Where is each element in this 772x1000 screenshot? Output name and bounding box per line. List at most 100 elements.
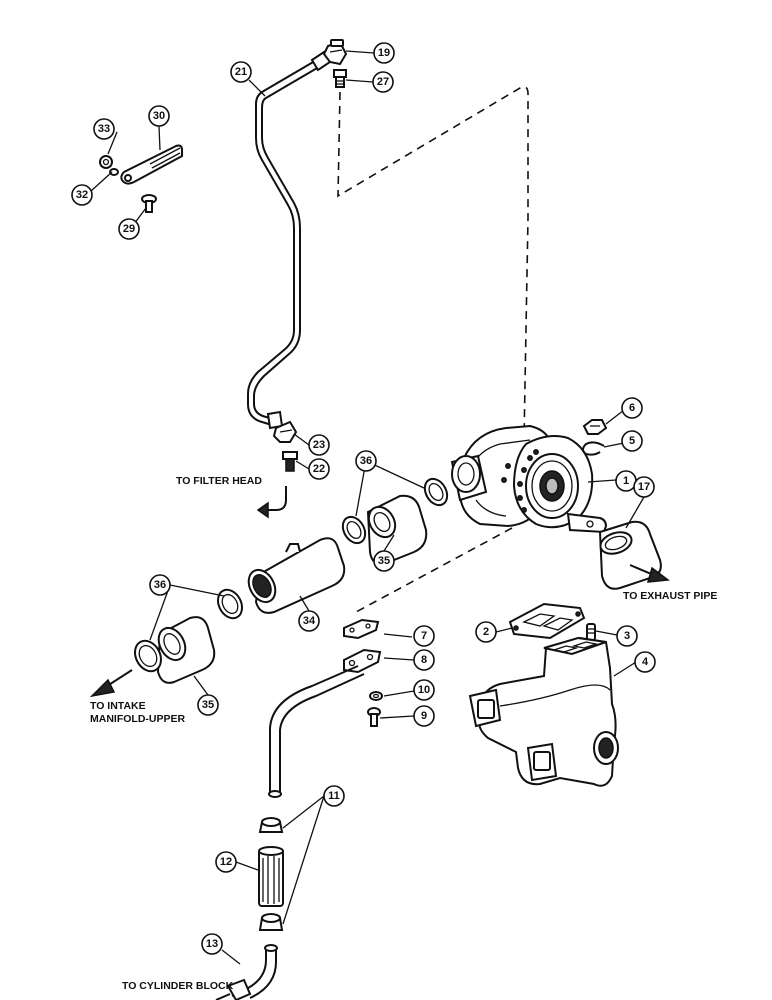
cylinder-block-arrow bbox=[215, 993, 231, 1000]
stud-3 bbox=[586, 623, 596, 641]
callout-12: 12 bbox=[215, 851, 237, 873]
svg-text:22: 22 bbox=[313, 463, 325, 475]
exhaust-arrow bbox=[629, 564, 670, 583]
callout-4: 4 bbox=[634, 651, 656, 673]
svg-text:17: 17 bbox=[638, 481, 650, 493]
return-tube-13 bbox=[226, 944, 278, 1000]
callout-29: 29 bbox=[118, 218, 140, 240]
label-to-intake-line2: MANIFOLD-UPPER bbox=[90, 713, 185, 725]
turbine-bolts bbox=[501, 449, 539, 513]
hose-35-upper bbox=[366, 494, 428, 566]
svg-text:32: 32 bbox=[76, 189, 88, 201]
connector-22 bbox=[282, 451, 298, 472]
callout-1: 1 bbox=[615, 470, 637, 492]
drain-hose-12 bbox=[258, 846, 284, 907]
svg-text:23: 23 bbox=[313, 439, 325, 451]
turbocharger-1 bbox=[450, 424, 608, 534]
hose-clamp-11-top bbox=[258, 817, 284, 833]
svg-text:3: 3 bbox=[624, 630, 630, 642]
hose-35-lower bbox=[156, 616, 216, 684]
callout-9: 9 bbox=[413, 705, 435, 727]
callout-10: 10 bbox=[413, 679, 435, 701]
callout-11: 11 bbox=[323, 785, 345, 807]
dashed-guide-oil bbox=[337, 86, 529, 441]
nut-33 bbox=[99, 155, 113, 169]
svg-text:13: 13 bbox=[206, 938, 218, 950]
elbow-fitting-19 bbox=[322, 39, 348, 66]
callout-35-bottom: 35 bbox=[197, 694, 219, 716]
washer-32 bbox=[109, 168, 119, 176]
callout-2: 2 bbox=[475, 621, 497, 643]
callout-32: 32 bbox=[71, 184, 93, 206]
svg-text:27: 27 bbox=[377, 76, 389, 88]
callout-7: 7 bbox=[413, 625, 435, 647]
svg-text:4: 4 bbox=[642, 656, 649, 668]
callout-6: 6 bbox=[621, 397, 643, 419]
svg-text:30: 30 bbox=[153, 110, 165, 122]
svg-text:21: 21 bbox=[235, 66, 247, 78]
dashed-guide-gasket bbox=[355, 527, 513, 613]
callout-27: 27 bbox=[372, 71, 394, 93]
svg-text:9: 9 bbox=[421, 710, 427, 722]
intake-arrow bbox=[89, 669, 133, 698]
svg-text:8: 8 bbox=[421, 654, 427, 666]
svg-text:11: 11 bbox=[328, 790, 340, 802]
gasket-2 bbox=[508, 602, 586, 640]
callout-22: 22 bbox=[308, 458, 330, 480]
washer-10 bbox=[369, 691, 383, 701]
connector-27 bbox=[333, 69, 347, 88]
callout-19: 19 bbox=[373, 42, 395, 64]
label-to-exhaust-pipe: TO EXHAUST PIPE bbox=[623, 590, 717, 602]
elbow-fitting-23 bbox=[272, 420, 298, 443]
clip-5 bbox=[582, 441, 605, 456]
svg-text:35: 35 bbox=[378, 555, 390, 567]
svg-text:33: 33 bbox=[98, 123, 110, 135]
nut-6 bbox=[582, 419, 608, 435]
svg-text:34: 34 bbox=[303, 615, 316, 627]
callout-3: 3 bbox=[616, 625, 638, 647]
svg-text:5: 5 bbox=[629, 435, 635, 447]
hose-clamp-11-bottom bbox=[258, 913, 284, 931]
svg-text:36: 36 bbox=[360, 455, 372, 467]
callout-23: 23 bbox=[308, 434, 330, 456]
callout-8: 8 bbox=[413, 649, 435, 671]
hose-clamp-36-upper bbox=[423, 477, 449, 507]
svg-text:29: 29 bbox=[123, 223, 135, 235]
svg-text:19: 19 bbox=[378, 47, 390, 59]
callout-21: 21 bbox=[230, 61, 252, 83]
flange-8 bbox=[343, 648, 382, 674]
label-to-intake-line1: TO INTAKE bbox=[90, 700, 146, 712]
bolt-9 bbox=[367, 707, 381, 727]
bolt-29 bbox=[141, 194, 157, 213]
svg-text:35: 35 bbox=[202, 699, 214, 711]
svg-text:7: 7 bbox=[421, 630, 427, 642]
svg-text:12: 12 bbox=[220, 856, 232, 868]
callout-5: 5 bbox=[621, 430, 643, 452]
label-to-filter-head: TO FILTER HEAD bbox=[176, 475, 262, 487]
drain-tube bbox=[268, 665, 365, 798]
oil-supply-tube bbox=[247, 57, 325, 426]
svg-text:36: 36 bbox=[154, 579, 166, 591]
hose-clamp-36-lower bbox=[217, 588, 243, 620]
callout-35-top: 35 bbox=[373, 550, 395, 572]
gasket-7 bbox=[343, 618, 380, 640]
label-to-cylinder-block: TO CYLINDER BLOCK bbox=[122, 980, 234, 992]
callout-36-bottom: 36 bbox=[149, 574, 171, 596]
callout-17: 17 bbox=[633, 476, 655, 498]
callout-33: 33 bbox=[93, 118, 115, 140]
exhaust-manifold-4 bbox=[468, 636, 619, 787]
callout-30: 30 bbox=[148, 105, 170, 127]
hose-clamp-36-mid bbox=[341, 515, 367, 545]
crossover-tube-34 bbox=[247, 537, 346, 614]
bracket-strap-30 bbox=[120, 144, 183, 185]
svg-text:10: 10 bbox=[418, 684, 430, 696]
callout-36-top: 36 bbox=[355, 450, 377, 472]
callout-13: 13 bbox=[201, 933, 223, 955]
svg-text:1: 1 bbox=[623, 475, 629, 487]
svg-text:2: 2 bbox=[483, 626, 489, 638]
hose-clamp-36-end bbox=[134, 639, 162, 673]
svg-text:6: 6 bbox=[629, 402, 635, 414]
callout-34: 34 bbox=[298, 610, 320, 632]
